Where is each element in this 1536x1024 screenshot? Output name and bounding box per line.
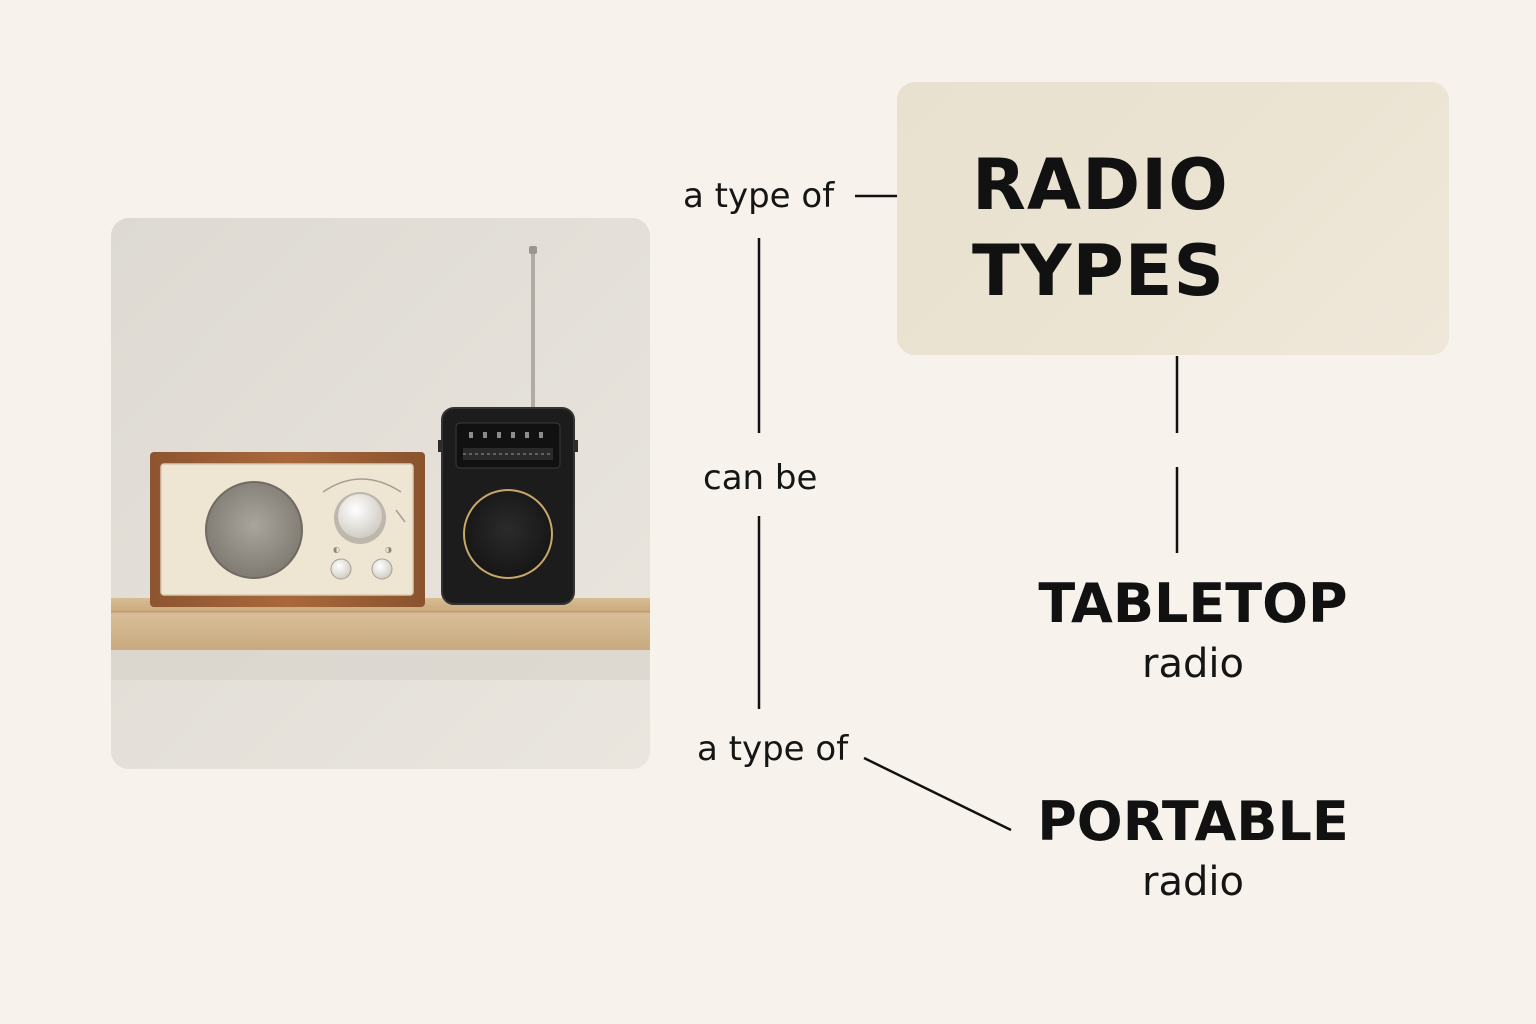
node-portable-name: PORTABLE xyxy=(1037,790,1349,853)
svg-text:◑: ◑ xyxy=(385,545,392,554)
node-portable-sub: radio xyxy=(1142,859,1244,905)
relation-label-bottom: a type of xyxy=(697,729,849,769)
title-line-1: RADIO xyxy=(972,144,1229,226)
portable-radio-icon xyxy=(438,246,578,605)
node-portable: PORTABLE radio xyxy=(1003,791,1383,911)
node-tabletop-name: TABLETOP xyxy=(1038,572,1348,635)
relation-label-middle: can be xyxy=(703,458,818,498)
node-tabletop-sub: radio xyxy=(1142,641,1244,687)
title-box xyxy=(897,82,1449,355)
tabletop-radio-icon: ◐ ◑ xyxy=(150,452,425,607)
radios-photo: ◐ ◑ xyxy=(111,218,650,769)
title-line-2: TYPES xyxy=(972,230,1225,312)
diagram-title: RADIO TYPES xyxy=(972,142,1229,314)
svg-text:◐: ◐ xyxy=(333,545,340,554)
node-tabletop: TABLETOP radio xyxy=(1003,573,1383,693)
connector-to-portable xyxy=(863,756,1012,832)
radios-illustration: ◐ ◑ xyxy=(111,218,650,769)
relation-label-top: a type of xyxy=(683,176,835,216)
